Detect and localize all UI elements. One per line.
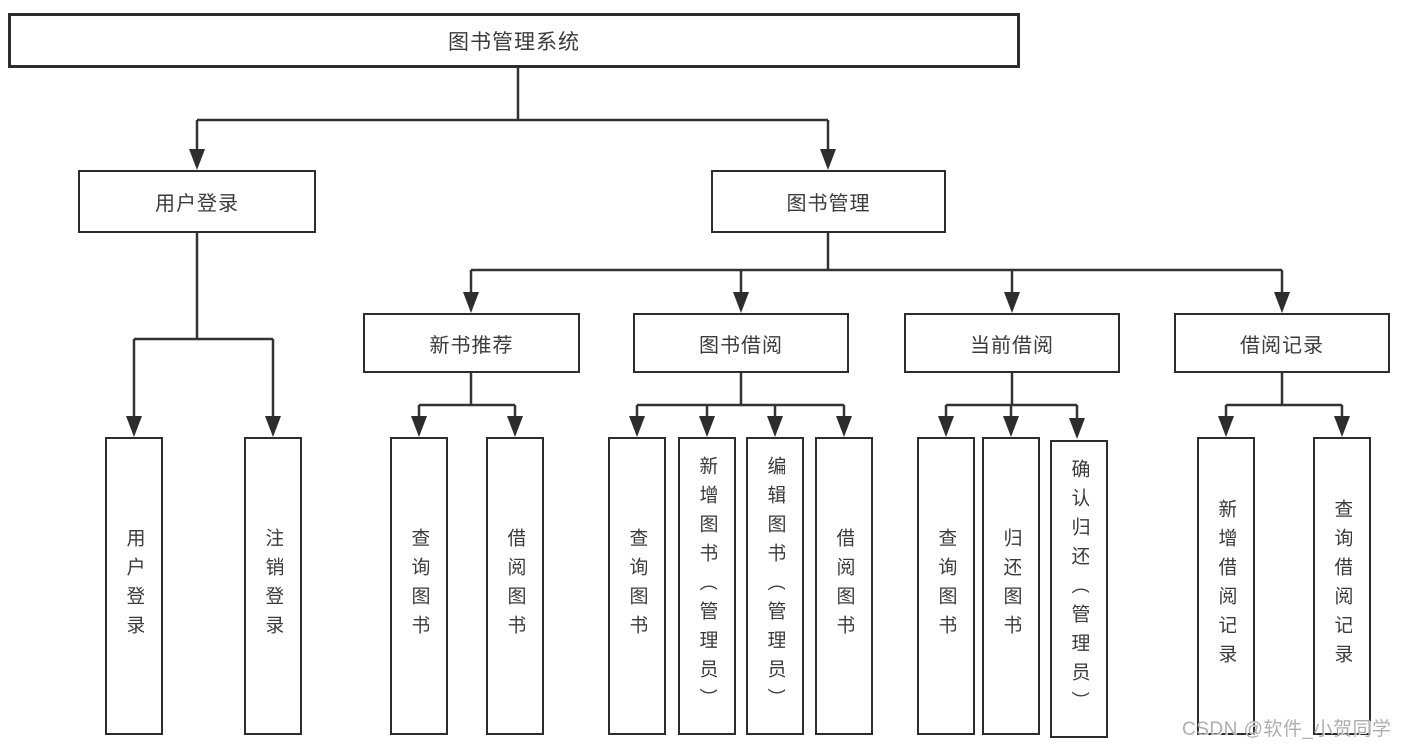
leaf-query-books-borrow: 查询图书	[608, 437, 666, 735]
node-current-borrow: 当前借阅	[904, 313, 1120, 373]
leaf-borrow-books-recommend: 借阅图书	[486, 437, 544, 735]
arrowhead	[126, 416, 142, 437]
node-borrow-records-label: 借阅记录	[1240, 334, 1324, 357]
arrowhead	[463, 292, 479, 313]
node-user-login-label: 用户登录	[155, 193, 239, 215]
arrowhead	[1003, 416, 1019, 437]
leaf-confirm-return-admin-label: 确认归还（管理员）	[1069, 458, 1089, 720]
node-book-management-label: 图书管理	[786, 193, 871, 215]
leaf-query-books-recommend: 查询图书	[390, 437, 448, 735]
arrowhead	[1004, 292, 1020, 313]
node-borrow-records: 借阅记录	[1174, 313, 1390, 373]
node-root-label: 图书管理系统	[448, 30, 580, 54]
arrowhead	[733, 292, 749, 313]
leaf-borrow-books-recommend-label: 借阅图书	[505, 528, 525, 644]
leaf-logout: 注销登录	[244, 437, 302, 735]
arrowhead	[411, 416, 427, 437]
arrowhead	[767, 416, 783, 437]
connector-userlogin-to-leaves	[132, 233, 275, 419]
leaf-borrow-books-label: 借阅图书	[834, 528, 854, 644]
node-new-book-recommend-label: 新书推荐	[429, 334, 514, 357]
leaf-logout-label: 注销登录	[263, 528, 283, 644]
connector-borrow-to-leaves	[635, 373, 846, 419]
leaf-add-book-admin-label: 新增图书（管理员）	[697, 455, 717, 717]
leaf-query-borrow-record: 查询借阅记录	[1313, 437, 1371, 735]
node-book-borrow-label: 图书借阅	[699, 334, 783, 357]
connector-bookmgmt-to-level3	[469, 233, 1284, 295]
leaf-user-login-label: 用户登录	[124, 528, 144, 644]
arrowhead	[629, 416, 645, 437]
connector-current-to-leaves	[944, 373, 1079, 421]
leaf-edit-book-admin: 编辑图书（管理员）	[746, 437, 804, 735]
arrowhead	[507, 416, 523, 437]
node-book-management: 图书管理	[711, 170, 946, 233]
arrowhead	[189, 149, 205, 170]
arrowhead	[265, 416, 281, 437]
arrowhead	[938, 416, 954, 437]
arrowhead	[1069, 418, 1085, 439]
node-user-login: 用户登录	[78, 170, 316, 233]
leaf-user-login: 用户登录	[105, 437, 163, 735]
leaf-query-books-current-label: 查询图书	[936, 528, 956, 644]
arrowhead	[1334, 416, 1350, 437]
node-book-borrow: 图书借阅	[633, 313, 849, 373]
node-root: 图书管理系统	[8, 13, 1020, 68]
leaf-confirm-return-admin: 确认归还（管理员）	[1050, 440, 1108, 738]
arrowhead	[820, 149, 836, 170]
connector-newbook-to-leaves	[417, 373, 517, 419]
arrowhead	[1274, 292, 1290, 313]
arrowhead	[699, 416, 715, 437]
leaf-query-books-recommend-label: 查询图书	[409, 528, 429, 644]
leaf-edit-book-admin-label: 编辑图书（管理员）	[765, 455, 785, 717]
arrowhead	[1218, 416, 1234, 437]
leaf-return-book-label: 归还图书	[1001, 528, 1021, 644]
node-new-book-recommend: 新书推荐	[363, 313, 580, 373]
connector-records-to-leaves	[1224, 373, 1344, 419]
leaf-add-book-admin: 新增图书（管理员）	[678, 437, 736, 735]
watermark: CSDN @软件_小贺同学	[1182, 719, 1392, 740]
leaf-query-borrow-record-label: 查询借阅记录	[1332, 499, 1352, 673]
node-current-borrow-label: 当前借阅	[970, 334, 1054, 357]
leaf-borrow-books: 借阅图书	[815, 437, 873, 735]
arrowhead	[836, 416, 852, 437]
leaf-query-books-borrow-label: 查询图书	[627, 528, 647, 644]
leaf-add-borrow-record-label: 新增借阅记录	[1216, 499, 1236, 673]
leaf-add-borrow-record: 新增借阅记录	[1197, 437, 1255, 735]
connector-root-to-level2	[195, 68, 830, 152]
leaf-return-book: 归还图书	[982, 437, 1040, 735]
leaf-query-books-current: 查询图书	[917, 437, 975, 735]
